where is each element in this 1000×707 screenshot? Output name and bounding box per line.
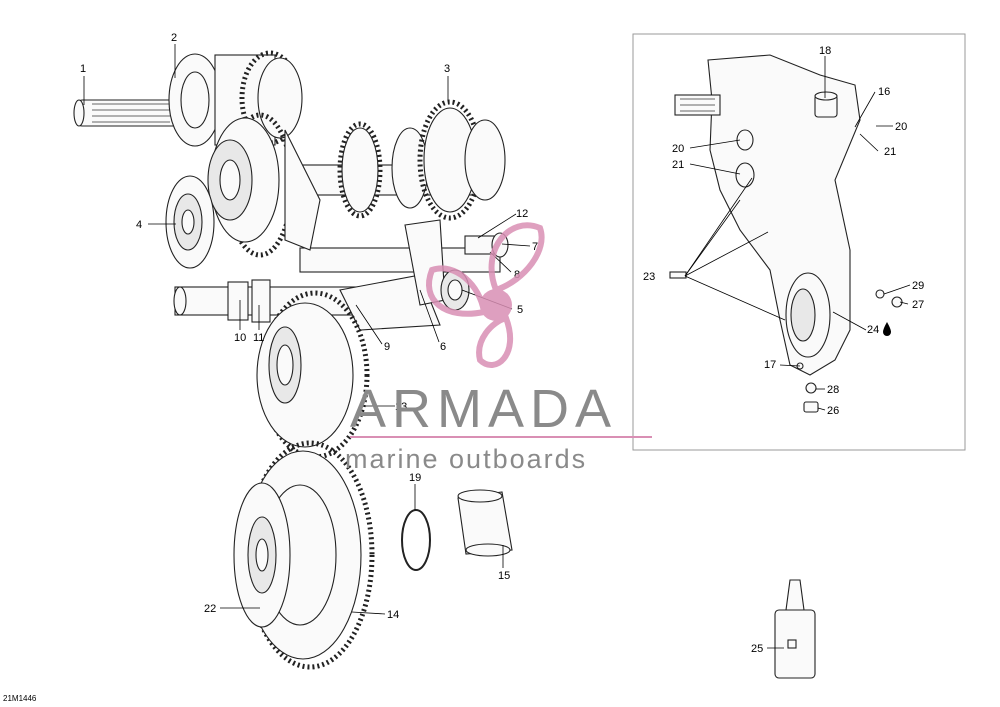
callout-1: 1 bbox=[80, 63, 86, 75]
o-ring bbox=[401, 509, 431, 571]
callout-26: 26 bbox=[827, 405, 839, 417]
callout-5: 5 bbox=[517, 304, 523, 316]
watermark-divider bbox=[350, 436, 652, 438]
callout-12: 12 bbox=[516, 208, 528, 220]
diagram-code: 21M1446 bbox=[3, 694, 37, 703]
callout-25: 25 bbox=[751, 643, 763, 655]
callout-20-left: 20 bbox=[672, 143, 684, 155]
callout-3: 3 bbox=[444, 63, 450, 75]
gearbox-housing bbox=[674, 54, 861, 376]
callout-22: 22 bbox=[204, 603, 216, 615]
callout-21-left: 21 bbox=[672, 159, 684, 171]
callout-20-right: 20 bbox=[895, 121, 907, 133]
callout-10: 10 bbox=[234, 332, 246, 344]
callout-28: 28 bbox=[827, 384, 839, 396]
callout-13: 13 bbox=[395, 401, 407, 413]
housing-inset-frame bbox=[632, 33, 966, 451]
callout-2: 2 bbox=[171, 32, 177, 44]
watermark-subtitle: marine outboards bbox=[345, 444, 588, 474]
input-shaft bbox=[73, 99, 179, 127]
upper-gear-cluster bbox=[289, 99, 506, 221]
callout-6: 6 bbox=[440, 341, 446, 353]
output-gear bbox=[233, 440, 375, 670]
callout-29: 29 bbox=[912, 280, 924, 292]
leader-lines bbox=[83, 44, 911, 649]
oil-drop-icon bbox=[883, 322, 891, 336]
shift-assembly bbox=[173, 129, 509, 331]
callout-16: 16 bbox=[878, 86, 890, 98]
callout-17: 17 bbox=[764, 359, 776, 371]
callout-15: 15 bbox=[498, 570, 510, 582]
callout-23: 23 bbox=[643, 271, 655, 283]
input-gear bbox=[168, 50, 303, 147]
propeller-icon bbox=[425, 222, 545, 368]
callout-18: 18 bbox=[819, 45, 831, 57]
callout-11: 11 bbox=[253, 332, 264, 344]
bushing-sleeve bbox=[457, 489, 513, 557]
callout-labels: 1 2 3 4 5 6 7 8 9 10 11 12 13 14 15 16 1… bbox=[80, 32, 924, 655]
watermark-title: ARMADA bbox=[350, 379, 618, 439]
callout-7: 7 bbox=[532, 241, 538, 253]
callout-4: 4 bbox=[136, 219, 142, 231]
callout-14: 14 bbox=[387, 609, 399, 621]
callout-27: 27 bbox=[912, 299, 924, 311]
callout-19: 19 bbox=[409, 472, 421, 484]
callout-9: 9 bbox=[384, 341, 390, 353]
sealant-bottle bbox=[774, 579, 816, 679]
callout-21-right: 21 bbox=[884, 146, 896, 158]
left-gear-stack bbox=[165, 112, 295, 269]
callout-24: 24 bbox=[867, 324, 879, 336]
